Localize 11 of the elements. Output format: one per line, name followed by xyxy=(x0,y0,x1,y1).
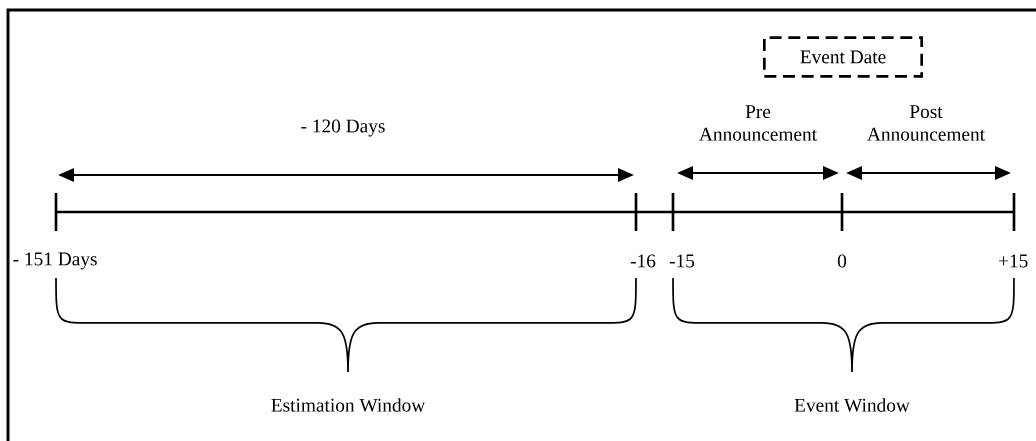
tick-label: +15 xyxy=(999,254,1028,268)
span-label: Pre Announcement xyxy=(699,105,817,141)
window-label: Estimation Window xyxy=(271,398,426,412)
tick-label: - 151 Days xyxy=(13,252,97,270)
tick-label: -15 xyxy=(669,254,695,268)
tick-label: -16 xyxy=(630,254,656,268)
tick-label: 0 xyxy=(837,254,847,268)
window-label: Event Window xyxy=(794,398,910,412)
span-label: Post Announcement xyxy=(867,105,985,141)
span-label: - 120 Days xyxy=(301,119,385,137)
dashed-box: Event Date xyxy=(763,36,923,78)
